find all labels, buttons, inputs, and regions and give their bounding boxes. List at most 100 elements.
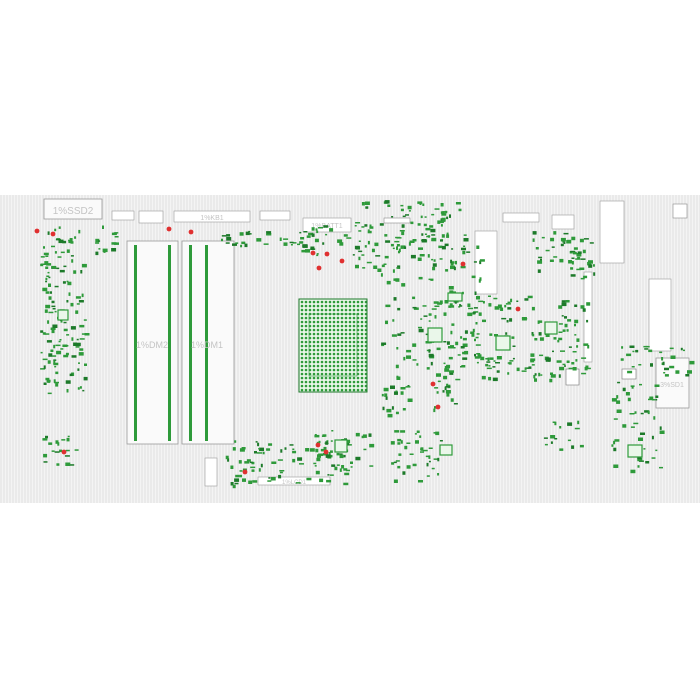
smd-part — [455, 202, 461, 205]
smd-part — [414, 433, 417, 435]
smd-part — [43, 365, 46, 369]
smd-part — [54, 251, 57, 254]
smd-part — [659, 466, 663, 469]
smd-part — [50, 327, 56, 330]
smd-part — [221, 235, 227, 237]
smd-part — [78, 229, 81, 234]
smd-part — [613, 464, 619, 468]
smd-part — [511, 336, 515, 339]
smd-part — [443, 362, 446, 365]
smd-part — [266, 448, 271, 451]
smd-part — [539, 320, 543, 323]
smd-part — [54, 365, 57, 368]
ssd-connector[interactable] — [43, 198, 103, 220]
smd-part — [565, 300, 570, 303]
smd-part — [68, 239, 71, 242]
smd-part — [444, 366, 447, 369]
smd-part — [659, 432, 662, 434]
smd-part — [585, 365, 589, 369]
smd-part — [326, 479, 332, 483]
connector-top-small-2 — [672, 203, 688, 219]
smd-part — [64, 455, 70, 457]
smd-part — [81, 293, 84, 298]
smd-part — [381, 393, 384, 397]
smd-part — [45, 291, 50, 294]
smd-part — [486, 361, 491, 363]
smd-part — [244, 461, 250, 464]
smd-part — [458, 208, 462, 212]
smd-part — [586, 302, 591, 306]
test-pad — [50, 231, 56, 237]
smd-part — [534, 338, 538, 341]
ic-chip — [57, 309, 69, 321]
smd-part — [637, 457, 643, 462]
smd-part — [306, 477, 312, 481]
smd-part — [448, 346, 451, 349]
smd-part — [445, 386, 451, 388]
smd-part — [77, 387, 80, 390]
smd-part — [632, 350, 635, 353]
smd-part — [558, 305, 563, 309]
smd-part — [98, 248, 101, 250]
smd-part — [440, 240, 443, 242]
smd-part — [613, 418, 618, 420]
smd-part — [53, 359, 57, 361]
smd-part — [329, 450, 333, 453]
smd-part — [420, 318, 423, 320]
smd-part — [627, 370, 633, 374]
smd-part — [84, 333, 90, 336]
smd-part — [266, 233, 272, 236]
smd-part — [545, 334, 550, 337]
smd-part — [68, 240, 73, 244]
ic-chip — [334, 439, 348, 453]
smd-part — [52, 355, 57, 357]
smd-part — [361, 435, 364, 439]
smd-part — [557, 339, 560, 343]
lcd-label: 1%LCD1 — [282, 480, 307, 486]
smd-part — [659, 351, 663, 354]
smd-part — [382, 406, 385, 411]
smd-part — [65, 462, 71, 466]
smd-part — [449, 370, 454, 373]
smd-part — [416, 430, 420, 433]
smd-part — [377, 268, 382, 272]
smd-part — [630, 385, 635, 387]
smd-part — [462, 343, 468, 347]
smd-part — [450, 347, 456, 349]
smd-part — [331, 464, 336, 467]
smd-part — [47, 392, 52, 395]
smd-part — [473, 307, 478, 309]
smd-part — [653, 416, 656, 420]
smd-part — [552, 350, 554, 353]
smd-part — [252, 480, 258, 483]
smd-part — [405, 386, 411, 388]
smd-part — [479, 277, 482, 281]
smd-part — [431, 258, 434, 261]
smd-part — [575, 359, 578, 362]
ic-chip — [495, 335, 511, 351]
ic-chip — [544, 321, 558, 335]
smd-part — [385, 240, 391, 243]
smd-part — [412, 239, 417, 242]
smd-part — [40, 368, 46, 370]
smd-part — [420, 215, 423, 219]
smd-part — [579, 238, 584, 243]
smd-part — [663, 372, 666, 374]
smd-part — [530, 353, 535, 357]
keyboard-connector[interactable] — [173, 210, 251, 223]
smd-part — [42, 287, 48, 292]
smd-part — [325, 454, 331, 458]
smd-part — [444, 243, 449, 247]
smd-part — [394, 240, 400, 243]
smd-part — [374, 242, 379, 247]
smd-part — [362, 434, 367, 438]
smd-part — [292, 242, 297, 244]
smd-part — [443, 312, 447, 316]
smd-part — [441, 245, 446, 250]
smd-part — [383, 263, 387, 265]
smd-part — [80, 270, 83, 274]
smd-part — [301, 249, 307, 253]
smd-part — [346, 237, 352, 239]
smd-part — [102, 248, 108, 253]
battery-connector[interactable] — [302, 217, 352, 233]
